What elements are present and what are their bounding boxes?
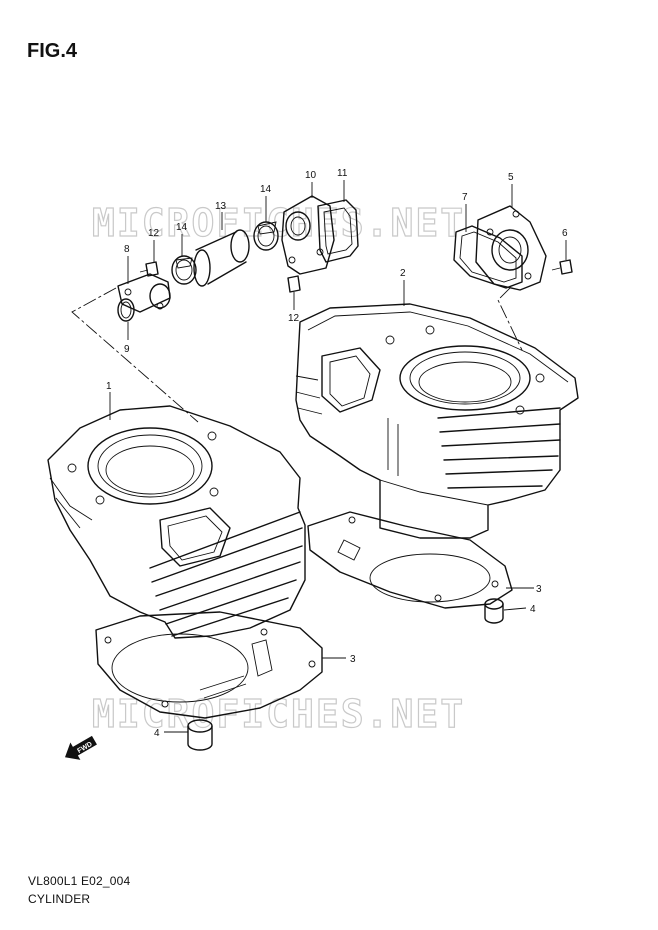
callout-3b: 3: [350, 654, 356, 665]
rear-cylinder: [295, 303, 579, 539]
callout-8: 8: [124, 244, 130, 255]
bolt-6: [551, 259, 573, 275]
dowel-pin-rear: [484, 598, 504, 624]
front-base-gasket: [95, 611, 323, 719]
gasket-7: [453, 225, 523, 289]
water-outlet-10: [281, 195, 335, 275]
callout-14b: 14: [260, 184, 272, 195]
callout-4a: 4: [530, 604, 536, 615]
callout-13: 13: [215, 201, 227, 212]
bolt-12-left: [139, 261, 159, 277]
callout-10: 10: [305, 170, 317, 181]
callout-11: 11: [337, 168, 348, 179]
callout-12a: 12: [148, 228, 160, 239]
callout-4b: 4: [154, 728, 160, 739]
intake-elbow: [117, 273, 171, 313]
callout-3a: 3: [536, 584, 542, 595]
fwd-arrow-icon: FWD: [65, 735, 97, 760]
rear-base-gasket: [307, 511, 513, 609]
front-cylinder: [47, 405, 306, 639]
dash-cover-to-rear: [497, 287, 523, 351]
gasket-11: [317, 199, 359, 263]
lead-4a: [503, 607, 527, 611]
cover-5: [475, 205, 547, 291]
o-ring-9: [117, 298, 135, 322]
callout-9: 9: [124, 344, 130, 355]
fwd-label: FWD: [76, 741, 93, 755]
water-hose-13: [193, 229, 250, 287]
watermark-bottom: MICROFICHES.NET: [92, 692, 465, 736]
callout-6: 6: [562, 228, 568, 239]
callout-7: 7: [462, 192, 468, 203]
diagram-code: VL800L1 E02_004: [28, 874, 131, 888]
callout-5: 5: [508, 172, 514, 183]
callout-1: 1: [106, 381, 112, 392]
figure-title: FIG.4: [27, 40, 78, 62]
callout-12b: 12: [288, 313, 300, 324]
hose-clamp-14-left: [171, 255, 197, 285]
dowel-pin-front: [187, 719, 213, 751]
diagram-name: CYLINDER: [28, 892, 91, 906]
callout-14a: 14: [176, 222, 188, 233]
bolt-12-right: [287, 275, 301, 293]
callout-2: 2: [400, 268, 406, 279]
dash-intake-to-front: [71, 287, 199, 423]
